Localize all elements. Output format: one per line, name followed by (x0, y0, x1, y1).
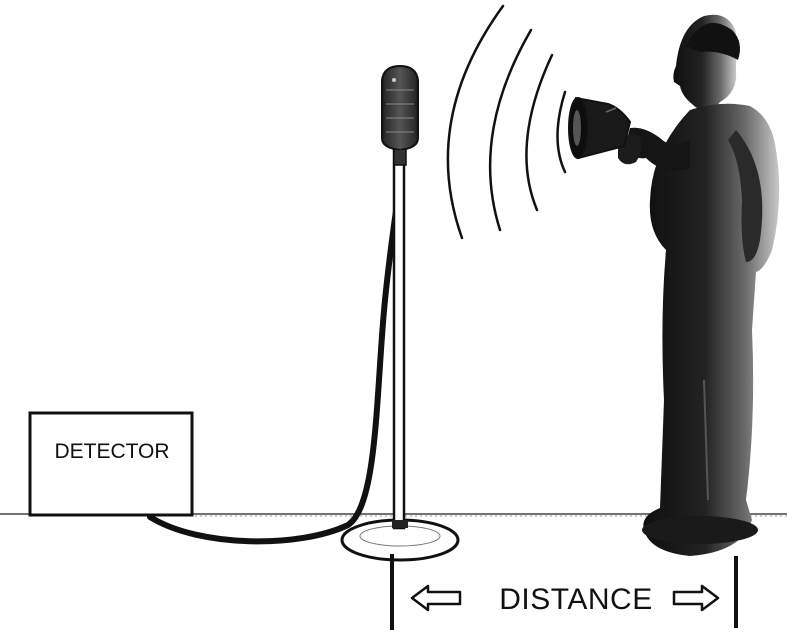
distance-indicator: DISTANCE (392, 554, 736, 630)
microphone-stand (342, 150, 458, 560)
person-with-megaphone (618, 15, 779, 556)
sound-waves (448, 6, 565, 238)
right-arrow-icon (674, 586, 718, 610)
distance-label: DISTANCE (499, 583, 652, 616)
left-arrow-icon (412, 586, 460, 610)
microphone-icon (382, 66, 418, 165)
detector-label: DETECTOR (54, 440, 169, 463)
detector-box: DETECTOR (30, 413, 192, 515)
